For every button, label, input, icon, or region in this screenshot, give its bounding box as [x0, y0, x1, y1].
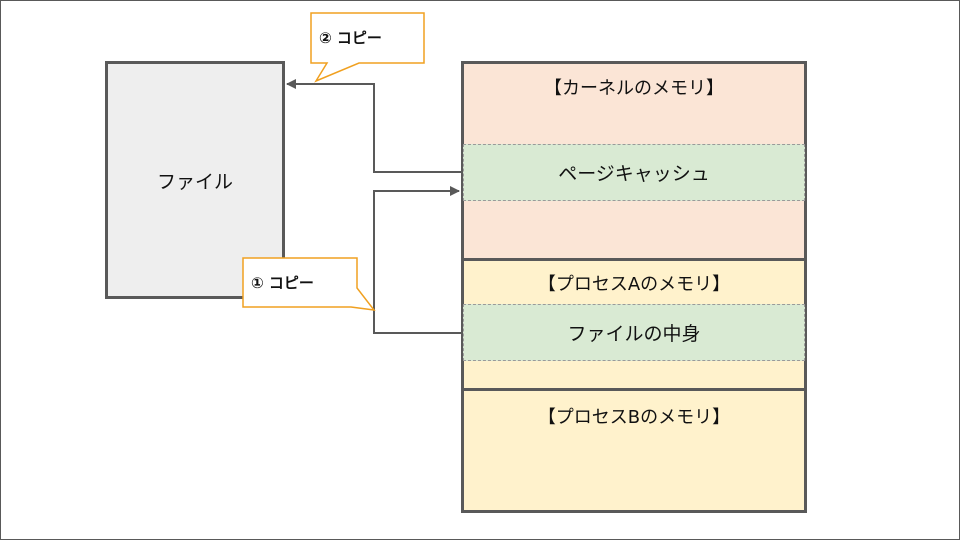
callout-1-bubble [242, 257, 376, 311]
kernel-memory-label: 【カーネルのメモリ】 [544, 78, 724, 99]
file-label: ファイル [156, 170, 233, 193]
process-a-memory-label: 【プロセスAのメモリ】 [537, 274, 731, 295]
file-content-box: ファイルの中身 [463, 304, 805, 361]
process-b-memory-label: 【プロセスBのメモリ】 [537, 407, 731, 428]
copy1-arrow [373, 186, 461, 334]
page-cache-label: ページキャッシュ [558, 163, 710, 185]
callout-2-text: ② コピー [319, 29, 382, 47]
file-box: ファイル [105, 61, 285, 299]
callout-1-text: ① コピー [251, 274, 314, 292]
page-cache-box: ページキャッシュ [463, 144, 805, 201]
copy2-arrow [286, 79, 461, 173]
callout-2-bubble [310, 12, 425, 83]
process-b-memory-region: 【プロセスBのメモリ】 [461, 388, 807, 513]
file-content-label: ファイルの中身 [567, 323, 701, 345]
